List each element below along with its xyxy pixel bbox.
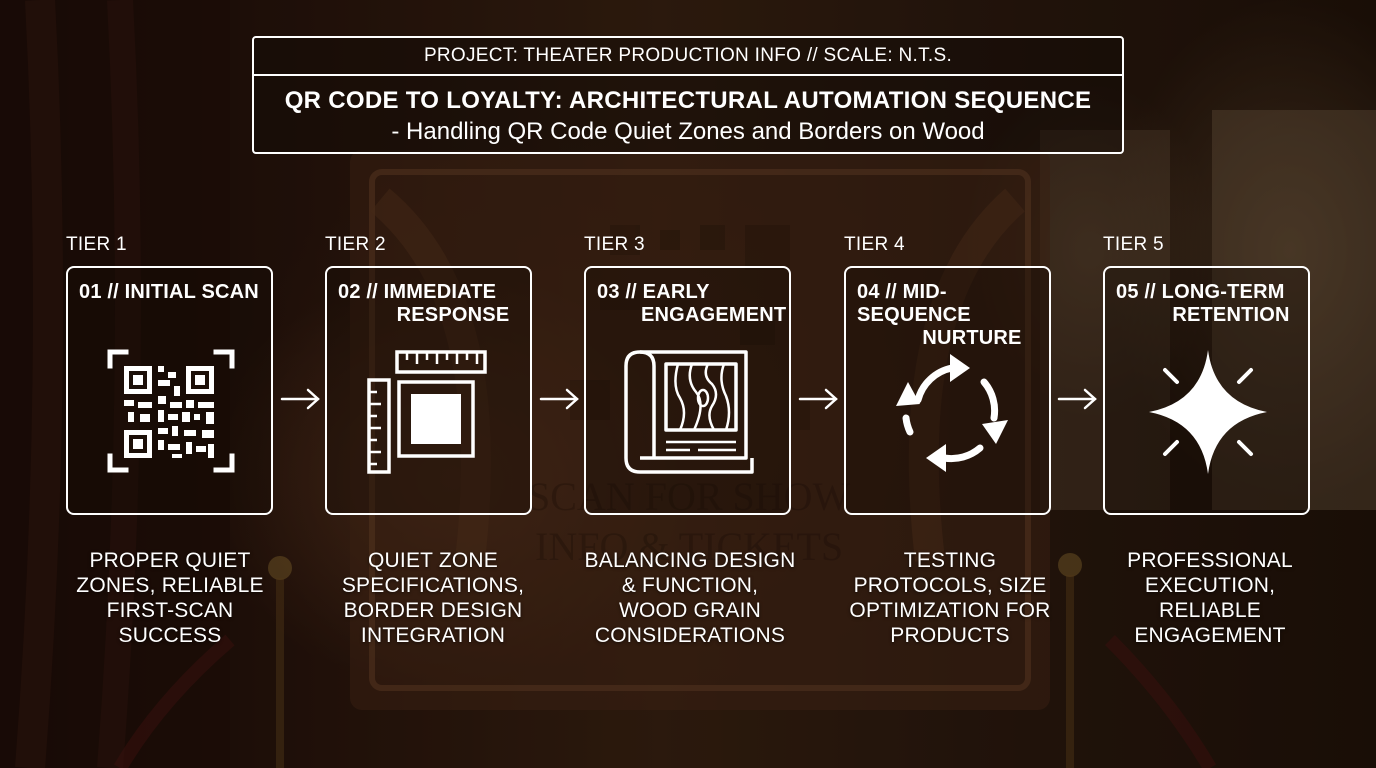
card-title-2: 02 // IMMEDIATE RESPONSE <box>338 281 524 327</box>
desc-5-line-4: ENGAGEMENT <box>1134 624 1286 647</box>
desc-2-line-4: INTEGRATION <box>360 624 506 647</box>
desc-2-line-2: SPECIFICATIONS, <box>341 574 525 597</box>
desc-5-line-3: RELIABLE <box>1159 599 1261 622</box>
ruler-square-icon <box>367 350 487 474</box>
tier-card-5: 05 // LONG-TERM RETENTION <box>1103 266 1310 515</box>
desc-1-line-4: SUCCESS <box>118 624 222 647</box>
card-title-3: 03 // EARLY ENGAGEMENT <box>597 281 787 327</box>
tier-label-3: TIER 3 <box>584 234 645 255</box>
desc-4-line-4: PRODUCTS <box>890 624 1010 647</box>
tier-description-1: PROPER QUIET ZONES, RELIABLE FIRST-SCAN … <box>55 548 285 648</box>
page-title: QR CODE TO LOYALTY: ARCHITECTURAL AUTOMA… <box>284 87 1092 114</box>
tier-description-3: BALANCING DESIGN & FUNCTION, WOOD GRAIN … <box>575 548 805 648</box>
wood-grain-blueprint-icon <box>624 350 754 474</box>
desc-3-line-2: & FUNCTION, <box>621 574 759 597</box>
flow-arrow-3 <box>798 388 838 410</box>
desc-5-line-1: PROFESSIONAL <box>1127 549 1293 572</box>
desc-1-line-1: PROPER QUIET <box>89 549 251 572</box>
tier-card-3: 03 // EARLY ENGAGEMENT <box>584 266 791 515</box>
tier-card-2: 02 // IMMEDIATE RESPONSE <box>325 266 532 515</box>
card-title-5-line-2: RETENTION <box>1172 304 1290 326</box>
cycle-arrows-icon <box>896 354 1008 472</box>
desc-2-line-3: BORDER DESIGN <box>343 599 523 622</box>
card-title-4-line-1: 04 // MID-SEQUENCE <box>857 281 971 326</box>
card-title-3-line-2: ENGAGEMENT <box>641 304 787 326</box>
card-title-2-line-2: RESPONSE <box>396 304 510 326</box>
sparkle-star-icon <box>1149 350 1267 474</box>
tier-label-2: TIER 2 <box>325 234 386 255</box>
tier-description-2: QUIET ZONE SPECIFICATIONS, BORDER DESIGN… <box>318 548 548 648</box>
tier-label-1: TIER 1 <box>66 234 127 255</box>
flow-arrow-2 <box>539 388 579 410</box>
tier-description-4: TESTING PROTOCOLS, SIZE OPTIMIZATION FOR… <box>835 548 1065 648</box>
card-title-1-line: 01 // INITIAL SCAN <box>79 281 259 303</box>
desc-1-line-3: FIRST-SCAN <box>106 599 234 622</box>
desc-3-line-1: BALANCING DESIGN <box>584 549 796 572</box>
sign-text-line-2: INFO & TICKETS <box>535 524 843 569</box>
title-block: PROJECT: THEATER PRODUCTION INFO // SCAL… <box>252 36 1124 154</box>
flow-arrow-4 <box>1057 388 1097 410</box>
desc-4-line-3: OPTIMIZATION FOR <box>849 599 1051 622</box>
card-title-4-line-2: NURTURE <box>922 327 1022 349</box>
qr-code-icon <box>107 349 235 473</box>
sign-text-line-1: SCAN FOR SHOW <box>528 474 851 519</box>
card-title-3-line-1: 03 // EARLY <box>597 281 710 303</box>
desc-1-line-2: ZONES, RELIABLE <box>76 574 264 597</box>
tier-label-4: TIER 4 <box>844 234 905 255</box>
tier-card-1: 01 // INITIAL SCAN <box>66 266 273 515</box>
desc-5-line-2: EXECUTION, <box>1144 574 1276 597</box>
card-title-4: 04 // MID-SEQUENCE NURTURE <box>857 281 1043 350</box>
tier-label-5: TIER 5 <box>1103 234 1164 255</box>
flow-arrow-1 <box>280 388 320 410</box>
desc-4-line-2: PROTOCOLS, SIZE <box>853 574 1047 597</box>
tier-description-5: PROFESSIONAL EXECUTION, RELIABLE ENGAGEM… <box>1095 548 1325 648</box>
page-subtitle: - Handling QR Code Quiet Zones and Borde… <box>391 118 985 145</box>
card-title-5-line-1: 05 // LONG-TERM <box>1116 281 1285 303</box>
desc-3-line-4: CONSIDERATIONS <box>594 624 786 647</box>
project-line: PROJECT: THEATER PRODUCTION INFO // SCAL… <box>254 38 1122 76</box>
tier-card-4: 04 // MID-SEQUENCE NURTURE <box>844 266 1051 515</box>
desc-4-line-1: TESTING <box>903 549 997 572</box>
card-title-5: 05 // LONG-TERM RETENTION <box>1116 281 1302 327</box>
card-title-1: 01 // INITIAL SCAN <box>79 281 265 304</box>
desc-3-line-3: WOOD GRAIN <box>619 599 761 622</box>
card-title-2-line-1: 02 // IMMEDIATE <box>338 281 497 303</box>
desc-2-line-1: QUIET ZONE <box>368 549 498 572</box>
